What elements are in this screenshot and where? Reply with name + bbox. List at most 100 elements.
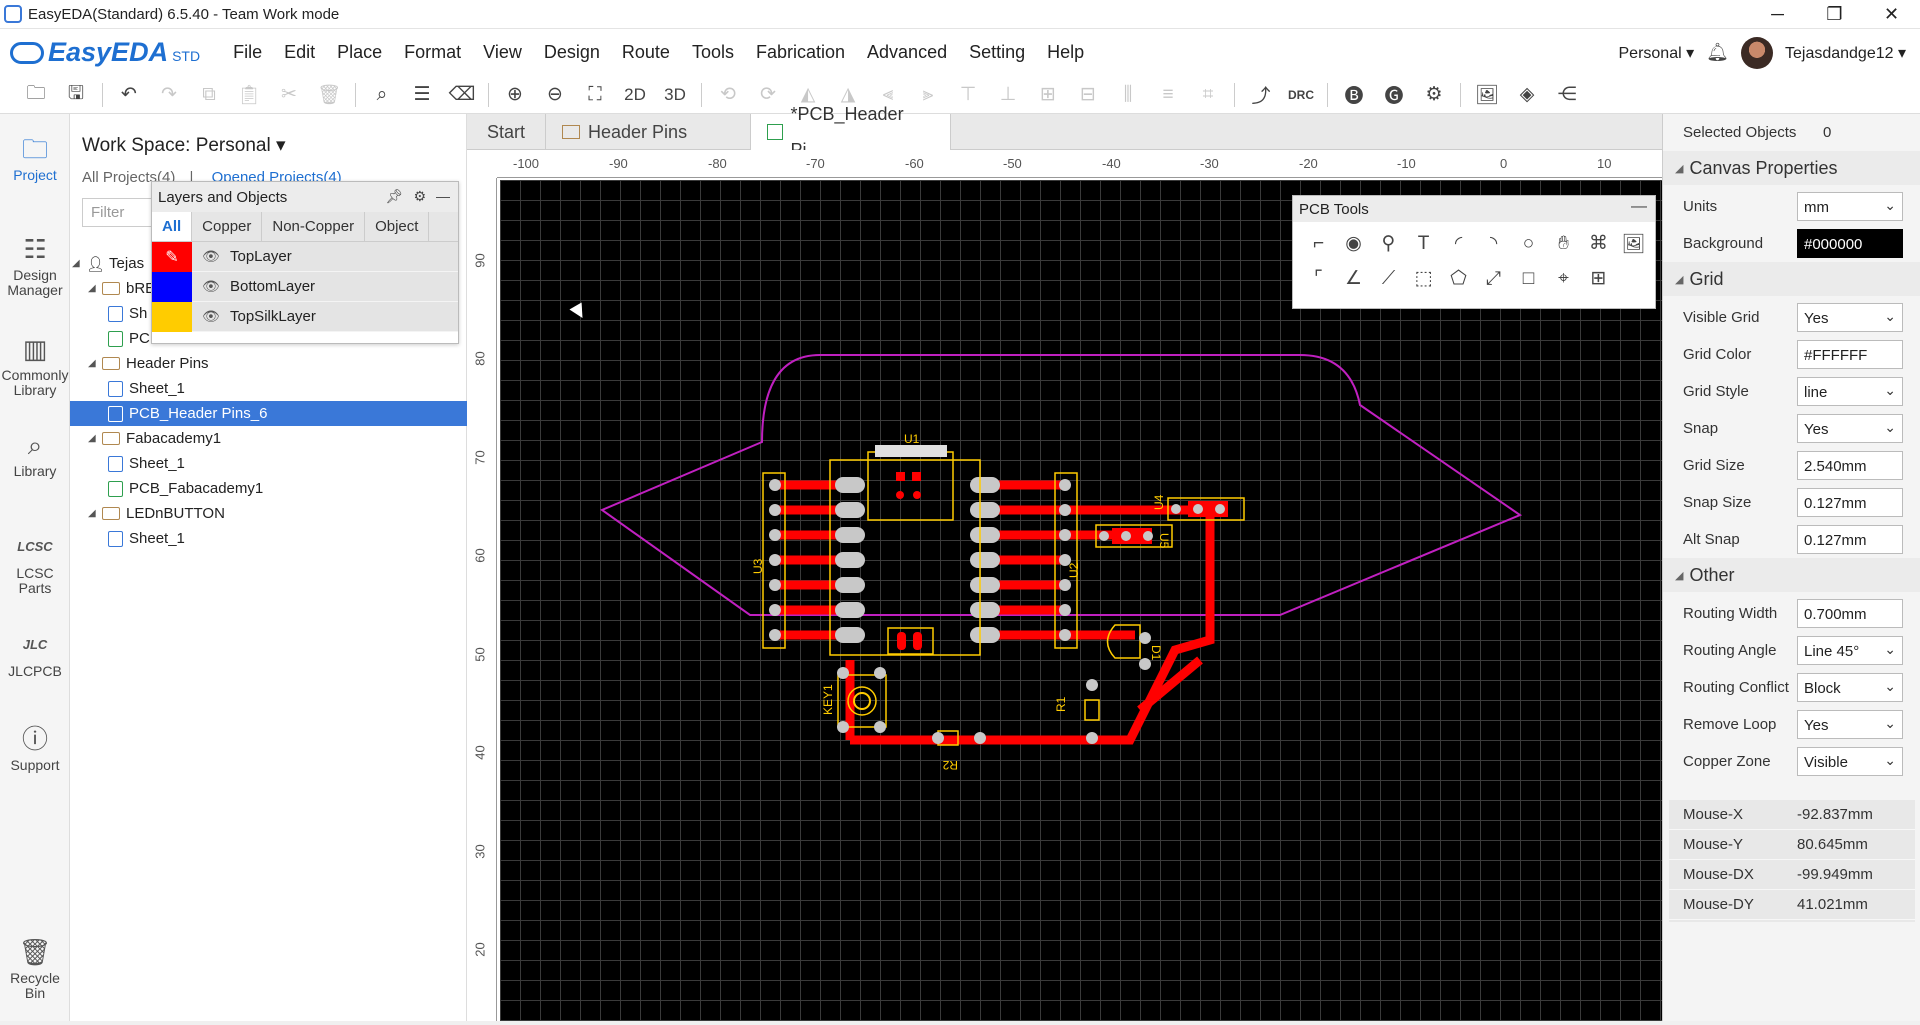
nav-design-manager[interactable]: ☷ Design Manager: [0, 234, 70, 298]
snap-select[interactable]: Yes⌄: [1797, 414, 1903, 443]
remove-loop-select[interactable]: Yes⌄: [1797, 710, 1903, 739]
table-icon[interactable]: ⊞: [1590, 268, 1607, 289]
minimize-button[interactable]: ─: [1771, 4, 1784, 24]
tab-start[interactable]: Start: [467, 114, 547, 150]
pad-icon[interactable]: ◉: [1345, 233, 1362, 254]
collapse-caret-icon[interactable]: ◢: [88, 358, 96, 369]
dimension-icon[interactable]: ⤢: [1485, 267, 1502, 289]
routing-angle-select[interactable]: Line 45°⌄: [1797, 636, 1903, 665]
collapse-caret-icon[interactable]: ◢: [88, 283, 96, 294]
workspace-title[interactable]: Work Space: Personal ▾: [82, 135, 286, 156]
fit-view-icon[interactable]: ⛶: [588, 83, 602, 105]
hand-icon[interactable]: ✋︎: [1558, 232, 1569, 254]
view-3d-button[interactable]: 3D: [664, 84, 686, 104]
zoom-out-icon[interactable]: ⊖: [547, 84, 563, 105]
track-icon[interactable]: ⌐: [1312, 232, 1325, 254]
tree-project[interactable]: ◢ Fabacademy1: [70, 426, 467, 451]
layer-color-swatch[interactable]: [152, 271, 192, 302]
tree-user[interactable]: ◢ 👤︎ Tejas: [70, 251, 467, 276]
circle-icon[interactable]: ○: [1522, 232, 1535, 254]
layer-row-bottom[interactable]: 👁︎ BottomLayer: [152, 271, 458, 302]
layers-icon[interactable]: ◈: [1519, 84, 1535, 105]
grid-align-icon[interactable]: ⌗: [1202, 83, 1214, 105]
pcb-canvas[interactable]: U1 U2 U3 U4 U5 D1 R1 R2 KEY1: [500, 180, 1662, 1021]
paste-icon[interactable]: 📋︎: [236, 84, 262, 106]
alt-snap-input[interactable]: 0.127mm: [1797, 525, 1903, 554]
cut-icon[interactable]: ✂: [281, 84, 297, 105]
layers-tab-object[interactable]: Object: [365, 212, 430, 241]
arc2-icon[interactable]: ◝: [1489, 233, 1498, 254]
snap-size-input[interactable]: 0.127mm: [1797, 488, 1903, 517]
workspace-selector[interactable]: Personal ▾: [1618, 44, 1695, 62]
search-icon[interactable]: ⌕: [376, 83, 388, 105]
routing-width-input[interactable]: 0.700mm: [1797, 599, 1903, 628]
eye-icon[interactable]: 👁︎: [202, 278, 220, 294]
flip-vertical-icon[interactable]: ◮: [840, 84, 856, 105]
menu-design[interactable]: Design: [543, 42, 600, 62]
rotate-left-icon[interactable]: ⟲: [720, 84, 736, 105]
menu-help[interactable]: Help: [1047, 42, 1085, 62]
zoom-in-icon[interactable]: ⊕: [507, 84, 523, 105]
align-bottom-icon[interactable]: ⊥: [999, 84, 1017, 105]
gear-icon[interactable]: ⚙: [413, 188, 426, 204]
visible-grid-select[interactable]: Yes⌄: [1797, 303, 1903, 332]
align-top-icon[interactable]: ⊤: [959, 84, 977, 105]
nav-recycle-bin[interactable]: 🗑︎ Recycle Bin: [0, 937, 70, 1001]
drc-button[interactable]: DRC: [1288, 87, 1314, 102]
via-icon[interactable]: ⚲: [1381, 233, 1396, 254]
background-color-input[interactable]: #000000: [1797, 229, 1903, 258]
menu-fabrication[interactable]: Fabrication: [755, 42, 846, 62]
distribute-vertical-icon[interactable]: ≡: [1162, 83, 1174, 105]
grid-size-input[interactable]: 2.540mm: [1797, 451, 1903, 480]
other-section[interactable]: ◢ Other: [1663, 558, 1920, 592]
view-2d-button[interactable]: 2D: [624, 84, 646, 104]
avatar[interactable]: [1740, 36, 1773, 69]
open-folder-icon[interactable]: 🗀: [26, 82, 46, 104]
redo-icon[interactable]: ↷: [161, 84, 177, 105]
gerber-icon[interactable]: 🅖: [1384, 86, 1404, 107]
tree-pcb[interactable]: PC: [70, 326, 467, 351]
import-changes-icon[interactable]: ⤴: [1251, 86, 1271, 107]
rotate-right-icon[interactable]: ⟳: [760, 84, 776, 105]
share-icon[interactable]: ⋲: [1557, 84, 1577, 105]
menu-edit[interactable]: Edit: [284, 42, 316, 62]
eye-icon[interactable]: 👁︎: [202, 248, 220, 264]
align-center-icon[interactable]: ⊞: [1040, 84, 1056, 105]
image-icon[interactable]: 🖼︎: [1621, 233, 1646, 255]
menu-advanced[interactable]: Advanced: [867, 42, 948, 62]
menu-view[interactable]: View: [483, 42, 522, 62]
easyeda-logo[interactable]: EasyEDA STD: [10, 37, 200, 68]
layer-row-top[interactable]: ✎ 👁︎ TopLayer: [152, 241, 458, 272]
photo-view-icon[interactable]: 🖼︎: [1474, 84, 1500, 106]
undo-icon[interactable]: ↶: [121, 84, 137, 105]
tree-sheet[interactable]: Sh: [70, 301, 467, 326]
units-select[interactable]: mm⌄: [1797, 192, 1903, 221]
tree-sheet[interactable]: Sheet_1: [70, 451, 467, 476]
tab-header-pins[interactable]: Header Pins: [546, 114, 752, 150]
nav-jlcpcb[interactable]: JLC JLCPCB: [0, 630, 70, 679]
align-left-icon[interactable]: ⫷: [882, 83, 894, 105]
eye-icon[interactable]: 👁︎: [202, 308, 220, 324]
copper-zone-select[interactable]: Visible⌄: [1797, 747, 1903, 776]
angle-icon[interactable]: ∠: [1344, 268, 1363, 289]
grid-section[interactable]: ◢ Grid: [1663, 262, 1920, 296]
nav-library[interactable]: ⌕ Library: [0, 430, 70, 479]
collapse-caret-icon[interactable]: ◢: [88, 508, 96, 519]
pencil-icon[interactable]: ✎: [152, 241, 192, 272]
save-icon[interactable]: 🖫: [67, 82, 85, 104]
routing-conflict-select[interactable]: Block⌄: [1797, 673, 1903, 702]
tree-project[interactable]: ◢ Header Pins: [70, 351, 467, 376]
solid-region-icon[interactable]: ⬠: [1450, 268, 1467, 289]
tree-project[interactable]: ◢ bRE: [70, 276, 467, 301]
menu-file[interactable]: File: [233, 42, 263, 62]
minimize-icon[interactable]: —: [436, 188, 450, 204]
rectangle-icon[interactable]: □: [1522, 267, 1535, 289]
collapse-caret-icon[interactable]: ◢: [88, 433, 96, 444]
tree-sheet[interactable]: Sheet_1: [70, 376, 467, 401]
delete-icon[interactable]: 🗑︎: [316, 84, 342, 106]
distribute-horizontal-icon[interactable]: ⫼: [1123, 83, 1133, 105]
pcb-tools-header[interactable]: PCB Tools —: [1293, 196, 1655, 222]
connect-icon[interactable]: ⌘: [1589, 233, 1608, 254]
arc-icon[interactable]: ◜: [1454, 233, 1463, 254]
flip-horizontal-icon[interactable]: ◭: [800, 84, 816, 105]
